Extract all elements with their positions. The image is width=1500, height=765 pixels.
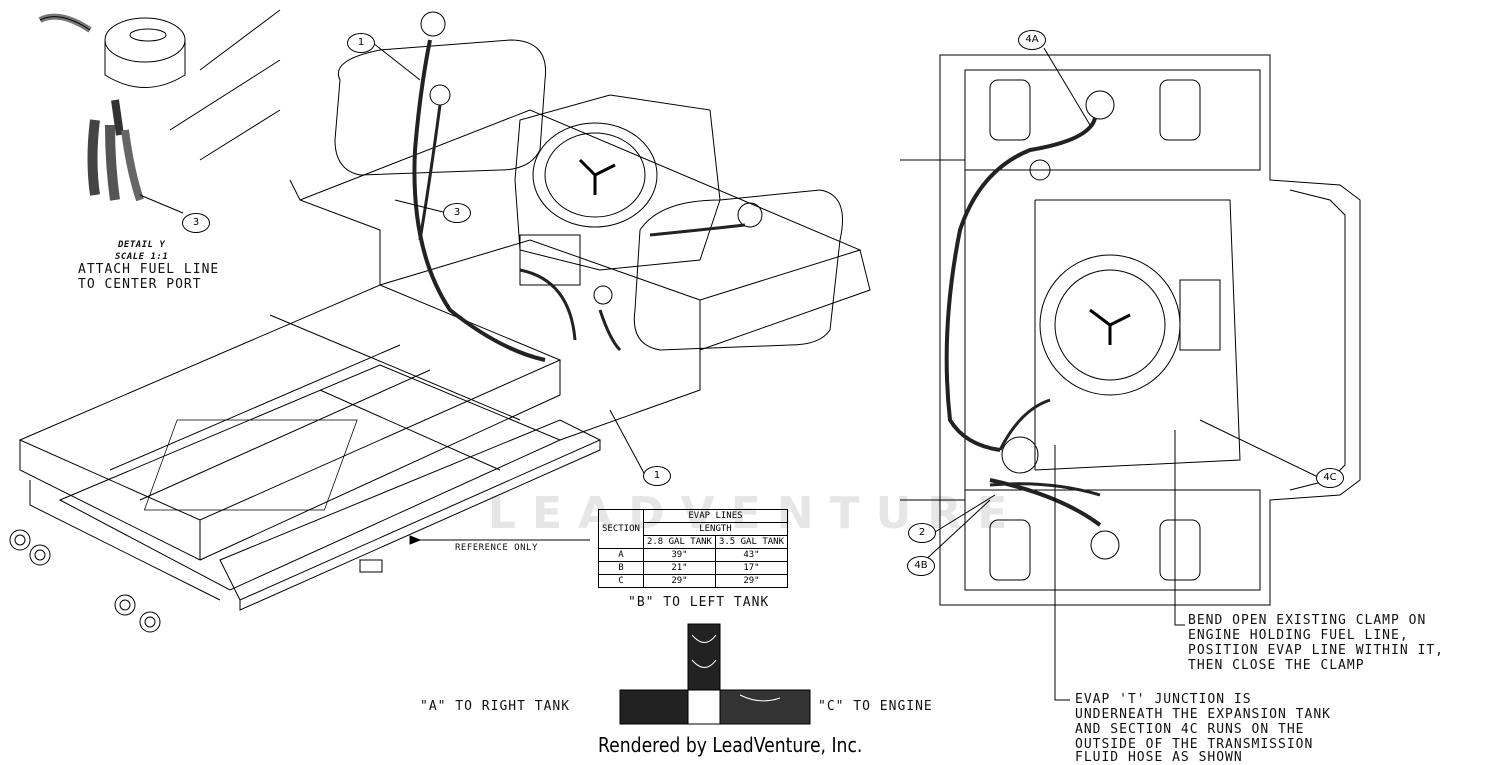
callout-3-detail: 3 bbox=[182, 213, 210, 233]
credit-text: Rendered by LeadVenture, Inc. bbox=[598, 733, 863, 757]
callout-4c: 4C bbox=[1316, 468, 1344, 488]
detail-y-scale: SCALE 1:1 bbox=[115, 252, 169, 262]
junction-note-line3: AND SECTION 4C RUNS ON THE bbox=[1075, 722, 1305, 737]
frame-illustration bbox=[9, 11, 871, 633]
row-value: 39" bbox=[642, 548, 716, 562]
b-left-tank-label: "B" TO LEFT TANK bbox=[628, 595, 770, 610]
clamp-note-line2: ENGINE HOLDING FUEL LINE, bbox=[1188, 628, 1409, 643]
row-value: 29" bbox=[714, 574, 789, 588]
detail-note-line1: ATTACH FUEL LINE bbox=[78, 262, 220, 277]
row-section: A bbox=[598, 548, 644, 562]
clamp-note-line4: THEN CLOSE THE CLAMP bbox=[1188, 658, 1365, 673]
row-value: 29" bbox=[642, 574, 716, 588]
clamp-note-line1: BEND OPEN EXISTING CLAMP ON bbox=[1188, 613, 1427, 628]
junction-note-line1: EVAP 'T' JUNCTION IS bbox=[1075, 692, 1252, 707]
junction-note-line5: FLUID HOSE AS SHOWN bbox=[1075, 750, 1243, 765]
a-right-tank-label: "A" TO RIGHT TANK bbox=[420, 699, 571, 714]
table-row: B 21" 17" bbox=[598, 561, 789, 575]
callout-1-top: 1 bbox=[347, 33, 375, 53]
table-title: EVAP LINES bbox=[642, 509, 789, 523]
table-row: C 29" 29" bbox=[598, 574, 789, 588]
detail-y-illustration bbox=[38, 9, 281, 214]
t-junction-illustration bbox=[619, 623, 811, 725]
table-row: A 39" 43" bbox=[598, 548, 789, 562]
row-value: 17" bbox=[714, 561, 789, 575]
top-view-illustration bbox=[900, 47, 1361, 701]
section-header: SECTION bbox=[598, 509, 644, 549]
detail-note-line2: TO CENTER PORT bbox=[78, 277, 202, 292]
callout-4a: 4A bbox=[1018, 30, 1046, 50]
c-engine-label: "C" TO ENGINE bbox=[818, 699, 933, 714]
row-value: 21" bbox=[642, 561, 716, 575]
col-2-8-gal: 2.8 GAL TANK bbox=[642, 535, 716, 549]
callout-2: 2 bbox=[908, 523, 936, 543]
callout-3-engine: 3 bbox=[443, 203, 471, 223]
junction-note-line4: OUTSIDE OF THE TRANSMISSION bbox=[1075, 737, 1314, 752]
row-section: B bbox=[598, 561, 644, 575]
callout-1-bottom: 1 bbox=[643, 466, 671, 486]
junction-note-line2: UNDERNEATH THE EXPANSION TANK bbox=[1075, 707, 1331, 722]
row-value: 43" bbox=[714, 548, 789, 562]
length-header: LENGTH bbox=[642, 522, 789, 536]
callout-4b: 4B bbox=[907, 556, 935, 576]
evap-lines-table: SECTION EVAP LINES LENGTH 2.8 GAL TANK 3… bbox=[598, 509, 789, 588]
col-3-5-gal: 3.5 GAL TANK bbox=[714, 535, 789, 549]
reference-only-label: REFERENCE ONLY bbox=[455, 543, 538, 553]
row-section: C bbox=[598, 574, 644, 588]
clamp-note-line3: POSITION EVAP LINE WITHIN IT, bbox=[1188, 643, 1444, 658]
detail-y-title: DETAIL Y bbox=[118, 240, 166, 250]
